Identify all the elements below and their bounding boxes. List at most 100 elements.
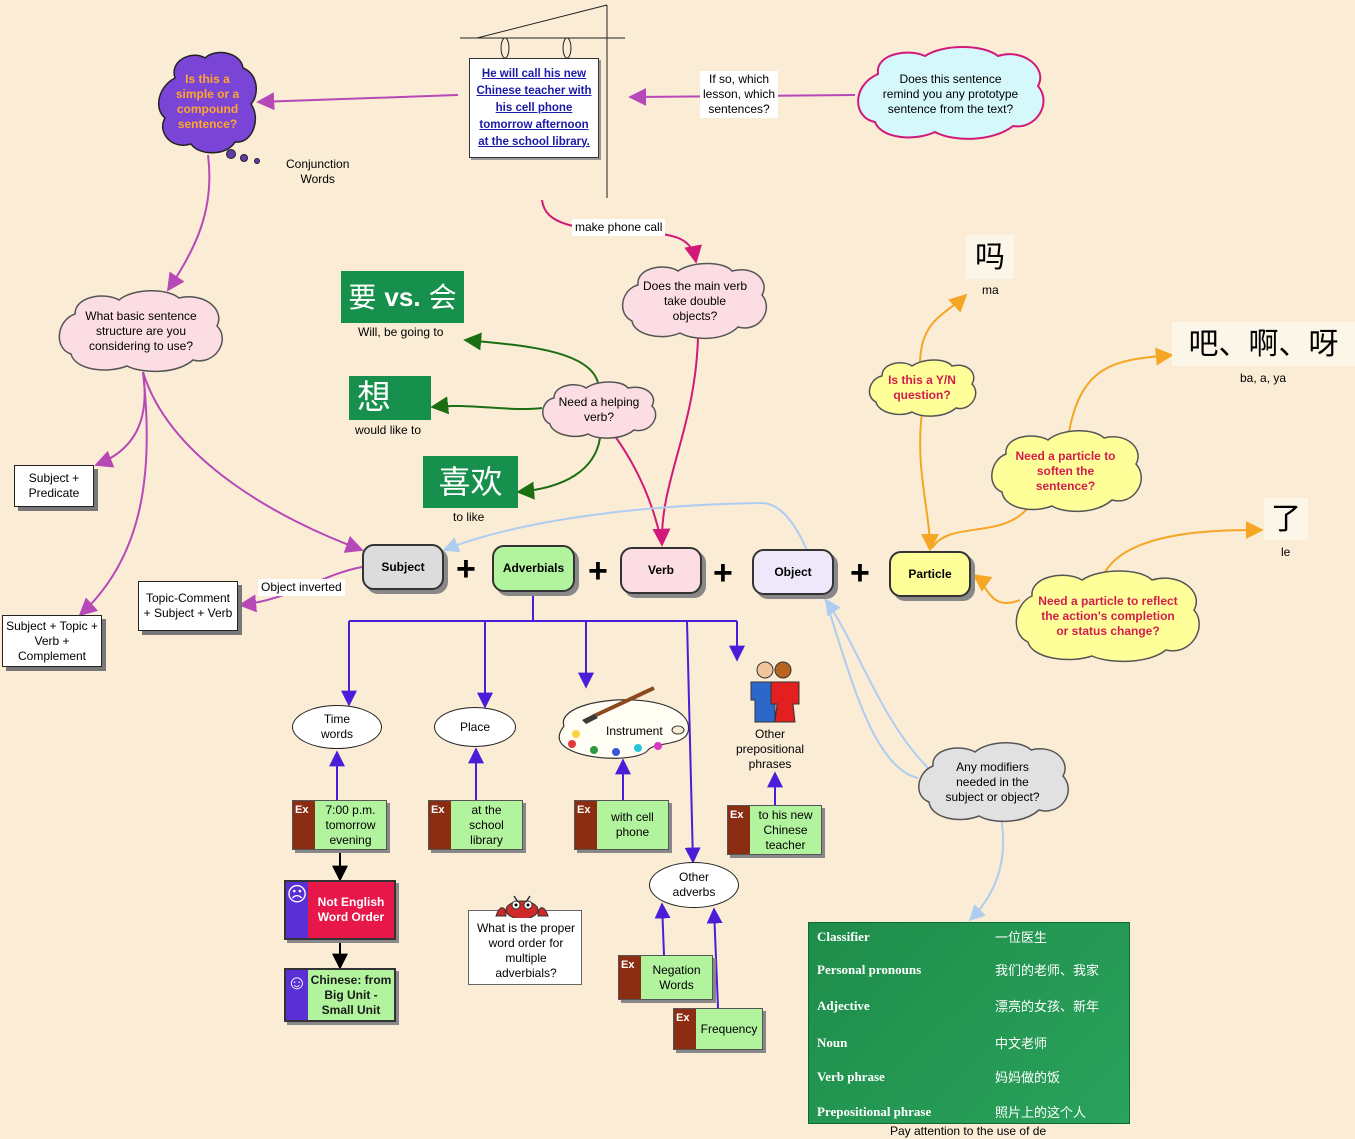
question-prototype: Does this sentence remind you any protot… [882,71,1019,116]
hanzi-xiang: 想 [349,376,431,420]
gloss-would-like: would like to [355,423,422,437]
people-icon [745,660,805,724]
link-helping-to-yao [463,332,599,384]
pattern-particle[interactable]: Particle [889,551,971,597]
structure-subject-predicate[interactable]: Subject + Predicate [14,465,94,507]
cloud-shape [1015,570,1200,663]
ex-negation-text: Negation Words [641,956,712,999]
palette-icon [558,686,690,759]
ex-time-text: 7:00 p.m. tomorrow evening [315,801,386,849]
sentence-card[interactable]: He will call his new Chinese teacher wit… [469,58,599,158]
link-helping-to-xihuan [516,437,601,500]
cloud-simple-compound[interactable]: Is this a simple or a compound sentence? [155,48,260,156]
plus-1: + [456,550,476,588]
type-instrument[interactable]: Instrument [554,686,692,762]
sad-face-icon: ☹ [286,882,308,938]
hanzi-yao: 要 [348,280,377,314]
cloud-shape [918,742,1069,823]
row-example: 妈妈做的饭 [995,1071,1061,1086]
ex-tag: Ex [293,801,315,849]
hanzi-le: 了 [1264,498,1308,540]
hanzi-ma: 吗 [966,235,1014,279]
question-modifiers: Any modifiers needed in the subject or o… [945,759,1040,804]
cloud-shape [157,51,257,154]
note-not-english-text: Not English Word Order [308,882,394,938]
ex-tag: Ex [728,806,750,854]
note-not-english[interactable]: ☹ Not English Word Order [284,880,396,940]
ex-tag: Ex [429,801,451,849]
cloud-double-objects[interactable]: Does the main verb take double objects? [620,262,770,340]
sentence-text[interactable]: He will call his new Chinese teacher wit… [476,67,592,148]
link-helping-to-xiang [430,396,543,415]
ex-frequency-up [706,907,723,1009]
gloss-ma: ma [982,283,999,297]
question-simple-compound: Is this a simple or a compound sentence? [175,72,240,131]
pattern-verb[interactable]: Verb [620,547,702,594]
hanzi-hui: 会 [428,280,457,314]
modifier-table: Classifier 一位医生 Personal pronouns 我们的老师、… [808,922,1130,1124]
type-place[interactable]: Place [434,707,516,747]
cloud-yn-question[interactable]: Is this a Y/N question? [868,359,977,417]
cloud-shape [868,359,977,417]
cloud-prototype[interactable]: Does this sentence remind you any protot… [853,46,1048,142]
question-basic-structure: What basic sentence structure are you co… [85,308,197,353]
cloud-helping-verb[interactable]: Need a helping verb? [540,381,658,439]
table-row: Prepositional phrase 照片上的这个人 [809,1098,1129,1128]
instrument-label: Instrument [606,724,663,738]
note-chinese-order[interactable]: ☺ Chinese: from Big Unit - Small Unit [284,968,396,1022]
question-yn: Is this a Y/N question? [888,373,956,402]
link-compound-to-structure [166,154,211,292]
table-row: Personal pronouns 我们的老师、我家 [809,956,1129,986]
ex-tag: Ex [674,1009,696,1049]
ex-tag: Ex [619,956,641,999]
smiley-face-icon: ☺ [286,970,308,1020]
pattern-subject[interactable]: Subject [362,544,444,590]
row-label: Verb phrase [817,1069,885,1084]
type-other-prep[interactable]: Other prepositional phrases [736,727,805,771]
cloud-modifiers[interactable]: Any modifiers needed in the subject or o… [915,742,1070,823]
label-conjunction: Conjunction Words [286,157,350,186]
gloss-will: Will, be going to [358,325,444,339]
type-time-words[interactable]: Time words [292,705,382,749]
cloud-basic-structure[interactable]: What basic sentence structure are you co… [55,290,227,373]
hanzi-yao-hui: 要 vs. 会 [341,271,464,323]
pattern-object[interactable]: Object [752,549,834,595]
row-example: 漂亮的女孩、新年 [995,1000,1100,1015]
link-yn-to-ma [919,293,968,366]
example-instrument[interactable]: Ex with cell phone [574,800,669,850]
ex-frequency-text: Frequency [696,1009,762,1049]
table-row: Verb phrase 妈妈做的饭 [809,1063,1129,1093]
word-order-text: What is the proper word order for multip… [476,921,576,980]
cloud-completion[interactable]: Need a particle to reflect the action's … [1012,570,1204,663]
people-shape [750,661,800,723]
label-object-inverted: Object inverted [258,579,345,596]
question-helping-verb: Need a helping verb? [558,395,640,424]
hanzi-ba-a-ya: 吧、啊、呀 [1172,322,1355,366]
link-yn-to-particle [919,411,939,552]
structure-subject-topic[interactable]: Subject + Topic + Verb + Complement [2,615,102,667]
cloud-shape [542,381,657,439]
hanzi-xihuan: 喜欢 [423,456,518,508]
cloud-soften[interactable]: Need a particle to soften the sentence? [988,430,1143,513]
example-place[interactable]: Ex at the school library [428,800,523,850]
pattern-adverbials[interactable]: Adverbials [492,545,575,592]
example-prep[interactable]: Ex to his new Chinese teacher [727,805,822,855]
cloud-shape [857,46,1045,140]
ex-tag: Ex [575,801,597,849]
question-double-objects: Does the main verb take double objects? [642,278,748,323]
example-frequency[interactable]: Ex Frequency [673,1008,763,1050]
row-example: 我们的老师、我家 [995,964,1100,979]
structure-topic-comment[interactable]: Topic-Comment + Subject + Verb [138,581,238,631]
link-helping-to-verb [611,431,663,546]
example-negation[interactable]: Ex Negation Words [618,955,713,1000]
row-example: 照片上的这个人 [995,1106,1087,1121]
word-order-question[interactable]: What is the proper word order for multip… [468,910,582,985]
row-label: Prepositional phrase [817,1104,932,1119]
link-soften-to-ba [1067,347,1174,439]
link-completion-to-le [1104,521,1264,573]
example-time[interactable]: Ex 7:00 p.m. tomorrow evening [292,800,387,850]
row-example: 中文老师 [995,1037,1048,1052]
ex-place-text: at the school library [451,801,522,849]
plus-3: + [713,554,733,592]
type-other-adverbs[interactable]: Other adverbs [649,862,739,908]
